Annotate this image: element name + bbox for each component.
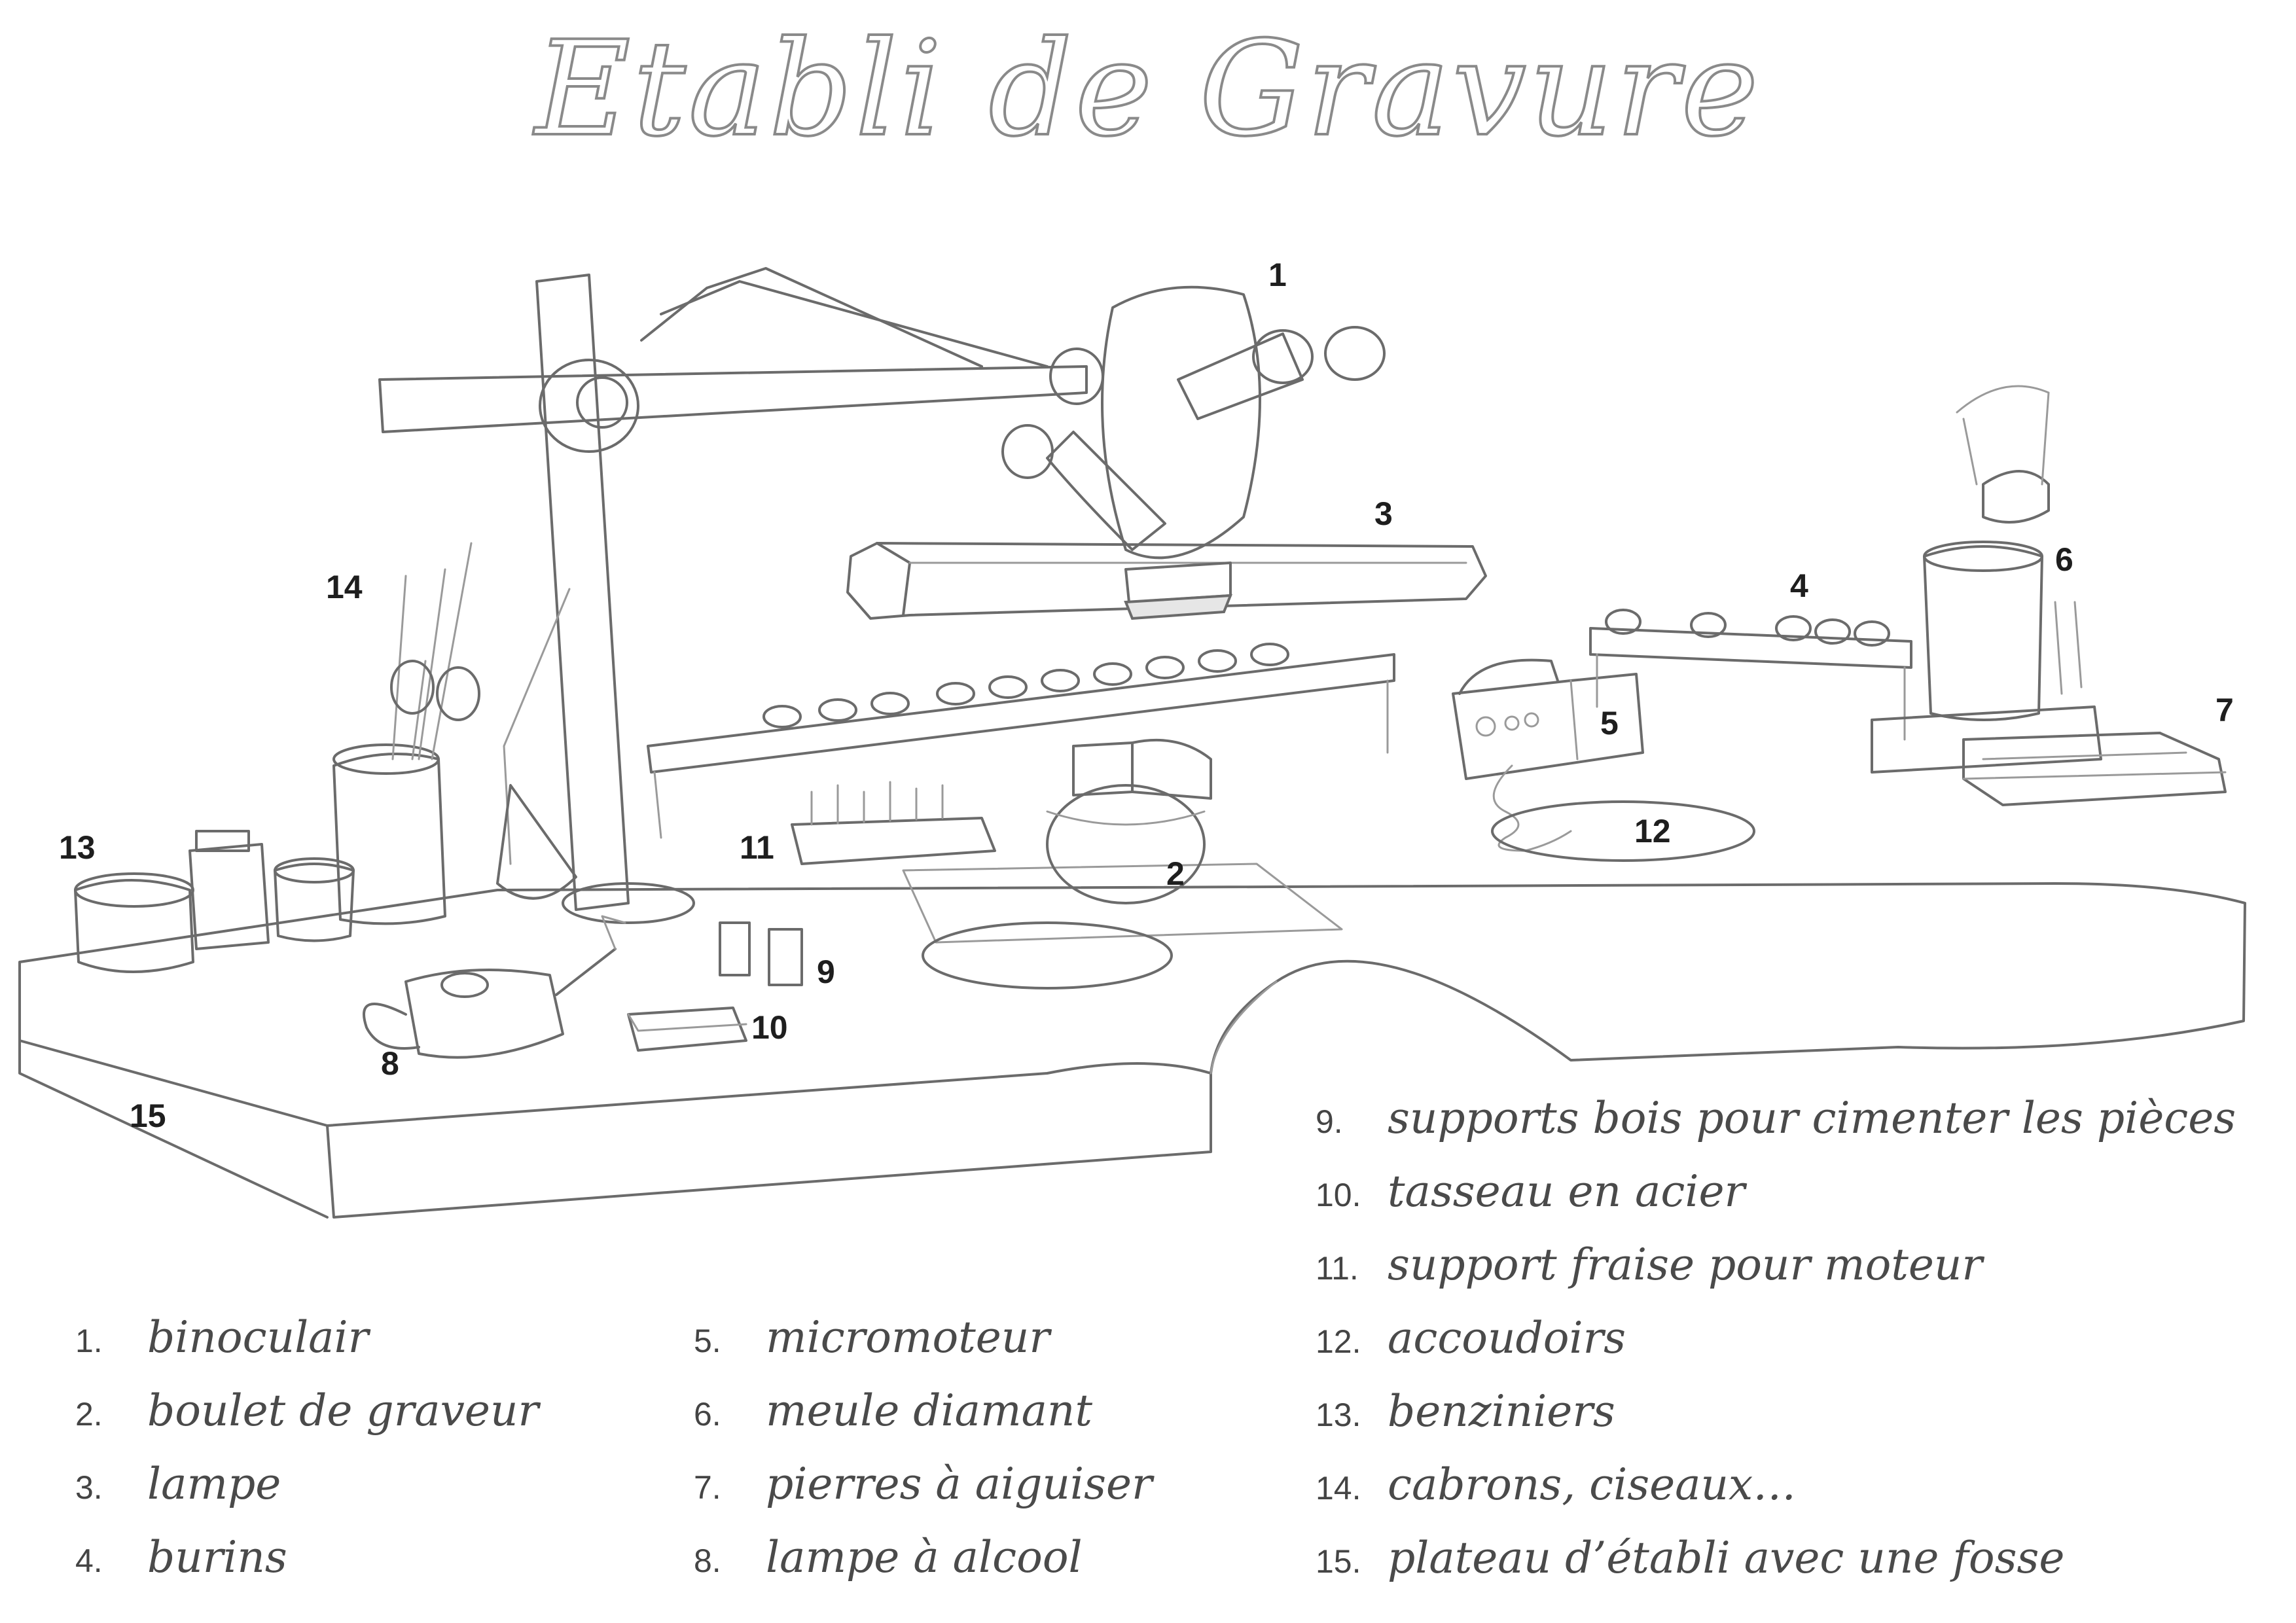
legend-text: benziniers — [1388, 1386, 1615, 1436]
callout-10: 10 — [751, 1009, 788, 1046]
legend-text: plateau d’établi avec une fosse — [1388, 1533, 2065, 1583]
callout-2: 2 — [1166, 855, 1185, 892]
legend-number: 15. — [1316, 1543, 1361, 1580]
legend-number: 10. — [1316, 1177, 1361, 1213]
alcohol-lamp — [363, 915, 626, 1059]
legend-item: 9. supports bois pour cimenter les pièces — [1316, 1093, 2236, 1166]
legend-item: 7. pierres à aiguiser — [694, 1459, 1153, 1532]
callout-5: 5 — [1600, 705, 1619, 741]
legend-number: 11. — [1316, 1250, 1359, 1287]
callout-12: 12 — [1634, 813, 1671, 849]
legend-text: pierres à aiguiser — [766, 1459, 1153, 1509]
legend-text: burins — [147, 1532, 287, 1582]
legend-text: support fraise pour moteur — [1388, 1240, 1982, 1290]
callout-11: 11 — [740, 829, 774, 866]
legend-item: 12. accoudoirs — [1316, 1313, 2236, 1386]
bur-stand — [791, 781, 996, 865]
microscope-stand — [378, 267, 1088, 924]
callout-9: 9 — [817, 954, 835, 990]
callout-13: 13 — [59, 829, 96, 866]
legend-item: 6. meule diamant — [694, 1385, 1153, 1459]
benzinier-jars — [74, 830, 355, 973]
legend-text: accoudoirs — [1388, 1313, 1626, 1363]
legend-item: 13. benziniers — [1316, 1386, 2236, 1459]
legend-column-1: 1. binoculair 2. boulet de graveur 3. lampe… — [75, 1312, 539, 1605]
legend-text: supports bois pour cimenter les pièces — [1388, 1093, 2236, 1143]
callout-1: 1 — [1268, 257, 1287, 293]
legend-item: 4. burins — [75, 1532, 539, 1605]
legend-item: 14. cabrons, ciseaux… — [1316, 1459, 2236, 1533]
callout-4: 4 — [1790, 567, 1808, 604]
legend-text: tasseau en acier — [1388, 1166, 1746, 1217]
sharpening-stones — [1962, 732, 2227, 806]
legend-item: 3. lampe — [75, 1459, 539, 1532]
legend-text: boulet de graveur — [147, 1385, 539, 1436]
binocular-microscope — [1001, 285, 1386, 620]
legend-number: 13. — [1316, 1397, 1361, 1433]
legend-item: 1. binoculair — [75, 1312, 539, 1385]
tool-pot-with-scissors — [332, 542, 480, 925]
burins-rack — [1589, 609, 1912, 741]
legend-number: 14. — [1316, 1470, 1361, 1507]
legend-column-3: 9. supports bois pour cimenter les pièces… — [1316, 1093, 2236, 1606]
steel-block — [627, 1007, 747, 1052]
wood-supports — [719, 921, 803, 986]
lamp-bar — [846, 542, 1487, 620]
legend-item: 2. boulet de graveur — [75, 1385, 539, 1459]
callout-14: 14 — [326, 569, 363, 605]
workbench-top — [18, 863, 2246, 1219]
legend-text: binoculair — [147, 1312, 369, 1363]
legend-number: 2. — [75, 1396, 103, 1433]
legend-text: cabrons, ciseaux… — [1388, 1459, 1797, 1510]
callout-6: 6 — [2055, 541, 2073, 578]
callout-15: 15 — [130, 1097, 166, 1134]
legend-text: meule diamant — [766, 1385, 1092, 1436]
legend-number: 6. — [694, 1396, 721, 1433]
legend-item: 10. tasseau en acier — [1316, 1166, 2236, 1240]
legend-text: micromoteur — [766, 1312, 1050, 1363]
micromotor — [1452, 658, 1755, 862]
legend-text: lampe à alcool — [766, 1532, 1083, 1582]
legend-item: 15. plateau d’établi avec une fosse — [1316, 1533, 2236, 1606]
legend-number: 5. — [694, 1323, 721, 1359]
legend-number: 1. — [75, 1323, 103, 1359]
graver-rack-front — [647, 643, 1395, 839]
diamond-grinder — [1871, 385, 2102, 774]
legend-item: 8. lampe à alcool — [694, 1532, 1153, 1605]
callout-8: 8 — [381, 1045, 399, 1082]
page-title: Etabli de Gravure — [533, 12, 1761, 167]
legend-number: 7. — [694, 1469, 721, 1506]
legend-item: 11. support fraise pour moteur — [1316, 1240, 2236, 1313]
legend-item: 5. micromoteur — [694, 1312, 1153, 1385]
callout-3: 3 — [1374, 495, 1393, 532]
legend-number: 4. — [75, 1543, 103, 1579]
callout-7: 7 — [2215, 692, 2234, 728]
legend-text: lampe — [147, 1459, 281, 1509]
legend-column-2: 5. micromoteur 6. meule diamant 7. pierres … — [694, 1312, 1153, 1605]
legend-number: 8. — [694, 1543, 721, 1579]
legend-number: 9. — [1316, 1103, 1343, 1140]
legend-number: 3. — [75, 1469, 103, 1506]
engravers-ball — [922, 738, 1212, 990]
legend-number: 12. — [1316, 1323, 1361, 1360]
